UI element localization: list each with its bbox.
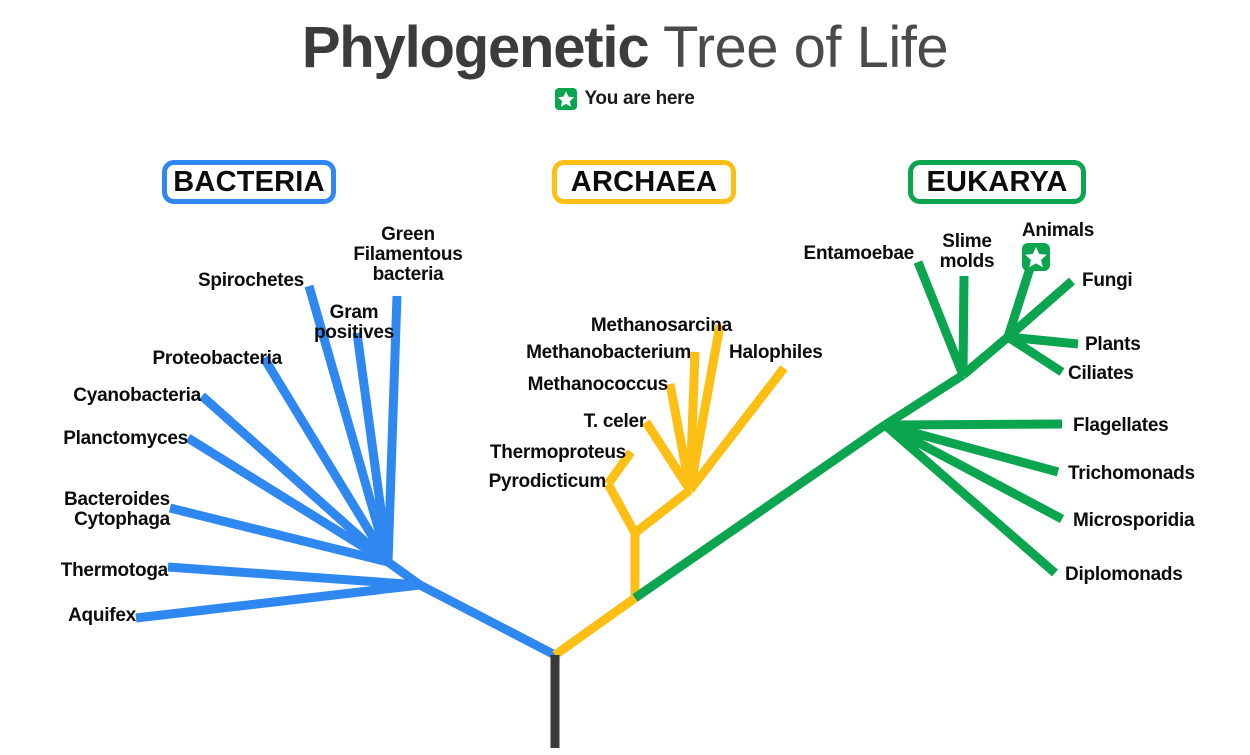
taxon-label-bacteroides-cyto[interactable]: Bacteroides Cytophaga (63, 489, 170, 531)
taxon-label-ciliates[interactable]: Ciliates (1068, 363, 1134, 384)
taxon-label-methanobacterium[interactable]: Methanobacterium (526, 342, 691, 363)
branch-bacteroides-cyto (168, 503, 390, 567)
branch-animals (1003, 260, 1037, 339)
taxon-label-spirochetes[interactable]: Spirochetes (197, 270, 304, 291)
taxon-label-animals[interactable]: Animals (1021, 220, 1095, 241)
taxon-label-thermotoga[interactable]: Thermotoga (60, 560, 169, 581)
taxon-label-methanosarcina[interactable]: Methanosarcina (590, 315, 732, 336)
branch-aquifex (135, 580, 421, 623)
branch-thermotoga (167, 562, 421, 590)
branch-proteobacteria (260, 355, 392, 565)
branch-methanosarcina (685, 324, 725, 491)
domain-pill-label-archaea: ARCHAEA (570, 165, 718, 198)
taxon-label-planctomyces[interactable]: Planctomyces (63, 428, 188, 449)
taxon-label-gram-positives[interactable]: Gram positives (313, 302, 395, 344)
branch-green-filamentous (383, 295, 402, 563)
branch-fungi (1005, 277, 1075, 341)
branch-plants (1007, 332, 1079, 349)
you-are-here-legend: You are here (0, 88, 1250, 110)
branch-slime-molds (958, 275, 969, 376)
domain-pill-label-bacteria: BACTERIA (173, 165, 325, 198)
you-are-here-label: You are here (584, 88, 695, 109)
branch-spirochetes (304, 284, 393, 564)
branch-planctomyces (185, 434, 391, 566)
domain-pill-bacteria[interactable]: BACTERIA (162, 160, 336, 204)
branch-ciliates (1005, 333, 1065, 376)
branch-entamoebae (913, 260, 968, 377)
branch-trichomonads (883, 420, 1060, 477)
taxon-label-t-celer[interactable]: T. celer (583, 411, 647, 432)
taxon-label-entamoebae[interactable]: Entamoebae (803, 243, 915, 264)
taxon-label-green-filamentous[interactable]: Green Filamentous bacteria (353, 224, 463, 286)
taxon-label-slime-molds[interactable]: Slime molds (939, 231, 995, 273)
taxon-label-flagellates[interactable]: Flagellates (1073, 415, 1169, 436)
branch-eukarya-internal (882, 371, 966, 429)
branch-eukarya-internal (960, 333, 1011, 379)
title-bold-part: Phylogenetic (301, 15, 650, 80)
branch-flagellates (884, 419, 1063, 430)
taxon-label-microsporidia[interactable]: Microsporidia (1073, 510, 1195, 531)
taxon-label-thermoproteus[interactable]: Thermoproteus (489, 442, 626, 463)
domain-pill-eukarya[interactable]: EUKARYA (908, 160, 1086, 204)
domain-pill-archaea[interactable]: ARCHAEA (552, 160, 736, 204)
page-title: Phylogenetic Tree of Life (0, 14, 1250, 81)
branch-pyrodicticum (604, 481, 639, 536)
branch-diplomonads (882, 421, 1058, 577)
taxon-label-plants[interactable]: Plants (1085, 334, 1141, 355)
taxon-label-methanococcus[interactable]: Methanococcus (527, 374, 669, 395)
branch-gram-positives (352, 332, 393, 563)
taxon-label-diplomonads[interactable]: Diplomonads (1065, 564, 1183, 585)
taxon-label-proteobacteria[interactable]: Proteobacteria (152, 348, 282, 369)
branch-bacteria-internal (417, 581, 558, 659)
branch-microsporidia (882, 421, 1065, 523)
taxon-label-pyrodicticum[interactable]: Pyrodicticum (488, 471, 607, 492)
taxon-label-halophiles[interactable]: Halophiles (729, 342, 823, 363)
branch-lines-group (135, 260, 1079, 659)
branch-halophiles (686, 365, 788, 493)
branch-t-celer (642, 419, 694, 493)
domain-pill-label-eukarya: EUKARYA (926, 165, 1068, 198)
taxon-label-fungi[interactable]: Fungi (1082, 270, 1133, 291)
branch-archaea-internal (632, 486, 693, 537)
star-badge-icon (555, 88, 578, 110)
branch-eukarya-internal (632, 421, 888, 602)
branch-archaea-internal (552, 594, 638, 659)
taxon-label-cyanobacteria[interactable]: Cyanobacteria (73, 385, 201, 406)
branch-thermoproteus (604, 449, 635, 487)
title-light-part: Tree of Life (648, 15, 949, 80)
taxon-label-trichomonads[interactable]: Trichomonads (1068, 463, 1195, 484)
branch-cyanobacteria (199, 392, 391, 566)
taxon-label-aquifex[interactable]: Aquifex (68, 605, 136, 626)
animals-star-badge-icon (1022, 243, 1050, 276)
